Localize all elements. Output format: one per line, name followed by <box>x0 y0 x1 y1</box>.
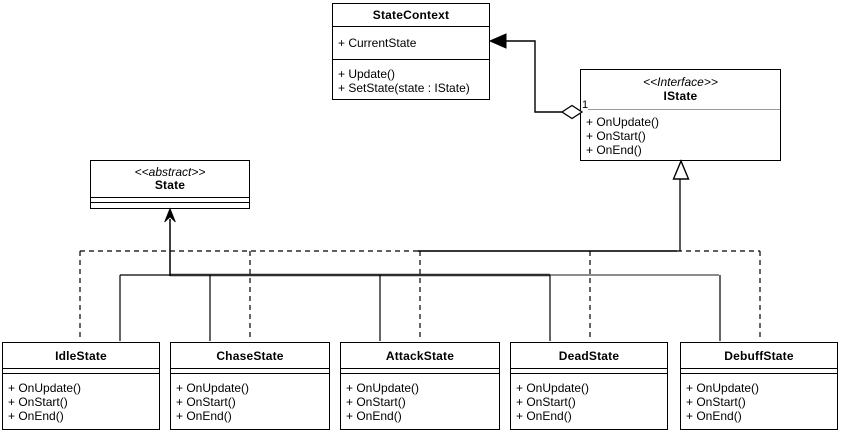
method-item: + OnStart() <box>586 128 646 143</box>
navigability-filled-arrowhead <box>488 33 507 49</box>
method-item: + OnUpdate() <box>176 381 250 395</box>
empty-attributes-section <box>3 369 159 374</box>
class-box-statecontext: StateContext + CurrentState + Update() +… <box>332 3 490 100</box>
empty-attributes-section <box>681 369 837 374</box>
method-item: + OnEnd() <box>516 409 572 423</box>
method-item: + OnStart() <box>686 395 746 409</box>
empty-attributes-section <box>171 369 329 374</box>
method-item: + OnStart() <box>176 395 236 409</box>
method-item: + OnUpdate() <box>8 381 82 395</box>
method-item: + OnEnd() <box>346 409 402 423</box>
empty-attributes-section <box>341 369 499 374</box>
method-item: + OnEnd() <box>586 142 642 157</box>
class-box-deadstate: DeadState + OnUpdate() + OnStart() + OnE… <box>510 342 668 430</box>
method-item: + OnEnd() <box>686 409 742 423</box>
class-title: IState <box>663 88 698 103</box>
aggregation-edge <box>488 33 584 120</box>
method-item: + OnUpdate() <box>686 381 760 395</box>
class-title: IdleState <box>3 343 159 369</box>
stereotype-label: <<Interface>> <box>643 75 718 89</box>
class-title: DebuffState <box>681 343 837 369</box>
realization-triangle-arrowhead <box>672 159 690 180</box>
empty-methods-section <box>91 203 249 208</box>
stereotype-label: <<abstract>> <box>134 164 206 179</box>
empty-attributes-section <box>511 369 667 374</box>
empty-attributes-section <box>91 198 249 203</box>
method-item: + OnUpdate() <box>516 381 590 395</box>
attribute-item: + CurrentState <box>333 27 489 60</box>
class-title: AttackState <box>341 343 499 369</box>
generalization-stick-arrowhead <box>164 207 176 223</box>
method-item: + OnUpdate() <box>346 381 420 395</box>
class-title: State <box>154 178 186 192</box>
class-title: ChaseState <box>171 343 329 369</box>
method-item: + OnUpdate() <box>586 115 660 129</box>
abstract-class-box-state: <<abstract>> State <box>90 160 250 209</box>
method-item: + OnStart() <box>516 395 576 409</box>
method-item: + OnEnd() <box>8 409 64 423</box>
class-box-attackstate: AttackState + OnUpdate() + OnStart() + O… <box>340 342 500 430</box>
method-item: + OnStart() <box>8 395 68 409</box>
class-box-idlestate: IdleState + OnUpdate() + OnStart() + OnE… <box>2 342 160 430</box>
aggregation-open-diamond <box>560 104 584 120</box>
interface-box-istate: <<Interface>> IState 1 + OnUpdate() + On… <box>580 69 781 161</box>
class-title: DeadState <box>511 343 667 369</box>
class-title: StateContext <box>333 4 489 27</box>
method-item: + Update() <box>338 67 396 81</box>
method-item: + SetState(state : IState) <box>338 81 470 95</box>
class-box-chasestate: ChaseState + OnUpdate() + OnStart() + On… <box>170 342 330 430</box>
multiplicity-label: 1 <box>582 99 589 111</box>
class-box-debuffstate: DebuffState + OnUpdate() + OnStart() + O… <box>680 342 838 430</box>
method-item: + OnEnd() <box>176 409 232 423</box>
section-divider <box>588 109 780 110</box>
generalization-edges <box>119 207 721 341</box>
method-item: + OnStart() <box>346 395 406 409</box>
